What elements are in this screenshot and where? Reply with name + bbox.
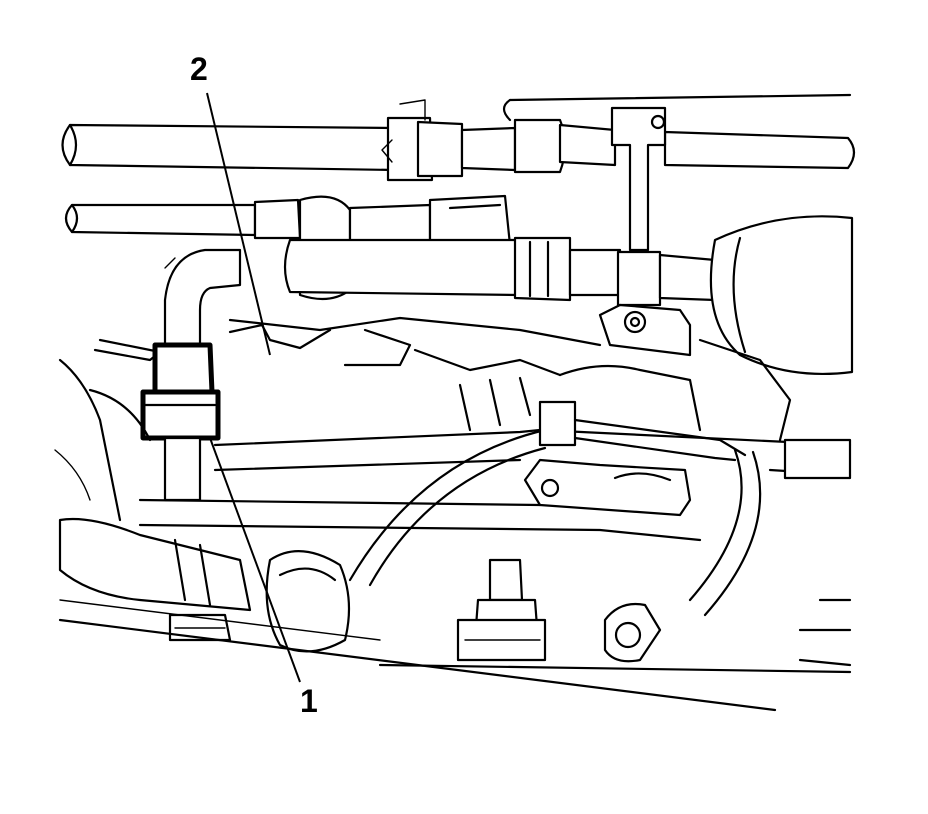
- round-fitting: [265, 550, 351, 653]
- intake-manifold: [228, 316, 792, 442]
- engine-bottom-edge: [58, 599, 852, 712]
- callout-1-label: 1: [300, 683, 318, 719]
- hose-clamp: [140, 342, 221, 441]
- right-component: [798, 598, 852, 667]
- bent-hose-2: [163, 248, 242, 352]
- lower-horizontal-pipes: [138, 428, 852, 542]
- fuel-rail: [283, 194, 717, 307]
- coolant-hose-left: [58, 517, 252, 612]
- second-hose-row: [64, 198, 302, 240]
- mounting-bracket: [523, 458, 692, 517]
- air-intake-duct: [709, 215, 854, 376]
- left-structure: [54, 358, 152, 522]
- hose-end-fitting-right: [603, 602, 662, 663]
- wire-clip: [93, 323, 412, 367]
- upper-long-hose: [61, 93, 856, 172]
- callout-2-label: 2: [190, 51, 208, 87]
- callout-leaders: [206, 92, 301, 683]
- upper-connector-fitting: [381, 99, 617, 182]
- support-bracket-vertical: [610, 106, 667, 252]
- injector-connector-center: [456, 558, 547, 662]
- vacuum-hose: [348, 400, 762, 617]
- lower-hose: [163, 436, 202, 502]
- bracket-plate: [598, 303, 692, 357]
- lower-left-connector: [168, 613, 232, 642]
